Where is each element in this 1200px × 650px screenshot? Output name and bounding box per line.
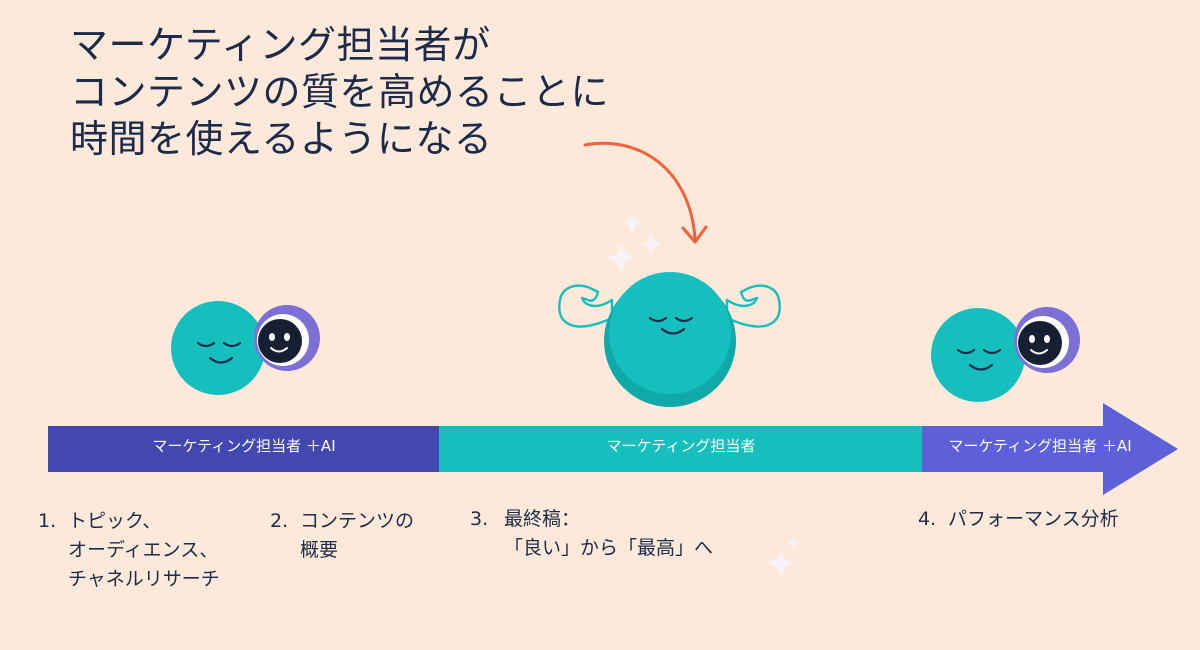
sparkle-icon: [606, 212, 661, 273]
step-3-line-2: 「良い」から「最高」へ: [504, 537, 714, 559]
step-1-number: 1.: [38, 510, 57, 532]
step-3: 3. 最終稿： 「良い」から「最高」へ: [470, 505, 713, 563]
step-1-line-3: チャネルリサーチ: [68, 568, 220, 590]
timeline-label-2: マーケティング担当者: [606, 437, 756, 455]
step-1: 1. トピック、 オーディエンス、 チャネルリサーチ: [38, 507, 220, 594]
relaxed-face-icon: [171, 301, 265, 395]
step-3-line-1: 最終稿：: [504, 508, 581, 530]
step-2-number: 2.: [270, 510, 289, 532]
step-1-line-1: トピック、: [68, 510, 162, 532]
step-1-line-2: オーディエンス、: [68, 539, 219, 561]
headline: マーケティング担当者が コンテンツの質を高めることに 時間を使えるようになる: [70, 22, 609, 163]
step-4: 4. パフォーマンス分析: [918, 505, 1119, 534]
curved-arrow-icon: [583, 141, 708, 244]
timeline-arrowhead: [1103, 403, 1178, 495]
timeline-label-3: マーケティング担当者 ＋AI: [948, 437, 1132, 455]
step-4-line-1: パフォーマンス分析: [948, 508, 1119, 530]
step-2: 2. コンテンツの 概要: [270, 507, 414, 565]
headline-line-1: マーケティング担当者が: [70, 23, 491, 67]
robot-ai-icon: [254, 305, 320, 371]
timeline-segment-3: [922, 426, 1107, 472]
step-4-number: 4.: [918, 508, 937, 530]
relaxed-face-icon: [931, 308, 1025, 402]
step-2-line-2: 概要: [300, 539, 339, 561]
robot-ai-icon: [1014, 307, 1080, 373]
timeline-segment-2: [439, 426, 923, 472]
timeline-segment-1: [48, 426, 440, 472]
headline-line-3: 時間を使えるようになる: [70, 117, 493, 161]
strong-face-icon: [558, 272, 781, 407]
step-3-number: 3.: [470, 508, 489, 530]
timeline-label-1: マーケティング担当者 ＋AI: [152, 437, 336, 455]
sparkle-icon: [767, 536, 800, 577]
headline-line-2: コンテンツの質を高めることに: [70, 70, 610, 114]
step-2-line-1: コンテンツの: [300, 510, 415, 532]
